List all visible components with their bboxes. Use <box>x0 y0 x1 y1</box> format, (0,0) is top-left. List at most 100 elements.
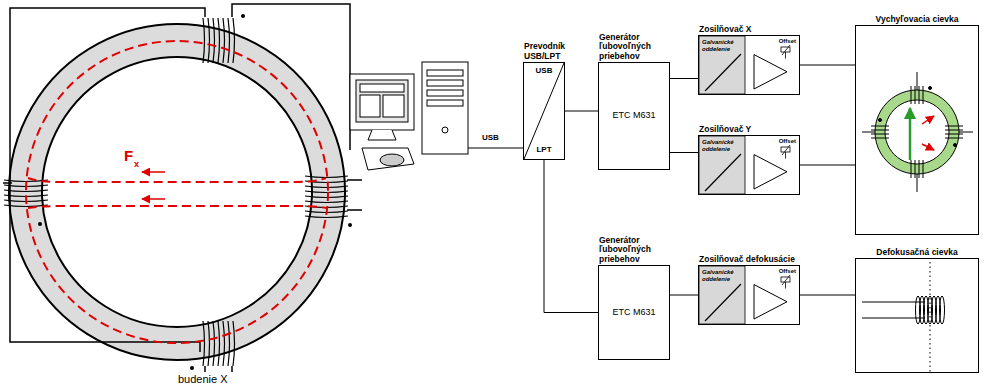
isolation-diagonal <box>705 284 741 321</box>
coil-winding <box>4 190 48 192</box>
computer-icon <box>383 95 404 117</box>
excitation-wire <box>232 4 350 150</box>
coil-winding <box>305 186 348 188</box>
amplifier-box: Zosilňovač YGalvanické oddelenieOffset <box>698 135 800 195</box>
coil-winding <box>305 216 348 218</box>
signal-wire <box>544 160 598 313</box>
coil-winding <box>228 321 230 366</box>
computer-icon <box>350 62 468 170</box>
coil-winding <box>4 205 48 207</box>
computer-icon <box>427 80 463 86</box>
deflection-coil-figure <box>954 144 957 147</box>
excitation-label: budenie X <box>178 373 228 385</box>
box-text: Galvanické oddelenie <box>702 139 746 152</box>
computer-icon <box>427 70 463 76</box>
polarity-dot <box>241 14 245 18</box>
deflection-coil-figure <box>929 87 932 90</box>
bus-label: USB <box>482 134 499 143</box>
flux-arrow <box>142 198 165 200</box>
isolation-diagonal <box>705 54 741 91</box>
coil-winding <box>305 201 348 203</box>
coil-winding <box>305 196 348 198</box>
defocus-coil-figure <box>862 262 945 372</box>
computer-icon <box>442 127 448 133</box>
signal-wire <box>670 295 698 296</box>
box-heading: Defokusačná cievka <box>856 248 978 257</box>
deflection-coil-figure <box>911 160 912 178</box>
amplifier-triangle <box>754 285 787 319</box>
deflection-coil-figure <box>871 134 889 135</box>
coil-winding <box>213 321 215 366</box>
coil-winding <box>213 18 215 63</box>
amplifier-box: Zosilňovač XGalvanické oddelenieOffset <box>698 35 800 95</box>
force-symbol: F <box>124 148 133 165</box>
converter-diagonal <box>524 63 564 159</box>
coil-winding <box>233 321 235 366</box>
offset-potentiometer <box>782 275 790 285</box>
excitation-wire <box>347 209 362 211</box>
computer-icon <box>356 80 408 122</box>
flux-line <box>28 206 326 208</box>
coil-winding <box>218 18 220 63</box>
deflection-coil-figure <box>945 130 963 131</box>
coil-winding <box>218 321 220 366</box>
box-text: Galvanické oddelenie <box>702 269 746 282</box>
computer-icon <box>422 62 468 154</box>
box-heading: Vychyľovacia cievka <box>856 15 978 24</box>
box-text: Offset <box>779 268 796 275</box>
box-text: LPT <box>524 146 564 155</box>
toroid-core <box>9 24 345 360</box>
flux-line <box>26 41 328 343</box>
polarity-dot <box>38 222 42 226</box>
isolation-band <box>699 36 745 94</box>
computer-icon <box>360 84 404 92</box>
offset-potentiometer <box>782 145 790 155</box>
flux-line <box>26 41 328 343</box>
amplifier-box: Zosilňovač defokusácieGalvanické oddelen… <box>698 265 800 325</box>
deflection-coil-figure <box>945 134 963 135</box>
excitation-wire <box>10 8 205 352</box>
coil-winding <box>223 18 225 63</box>
coil-winding <box>203 321 205 366</box>
polarity-dot <box>190 366 194 370</box>
excitation-wire <box>3 182 12 184</box>
coil-box: Vychyľovacia cievka <box>855 25 979 235</box>
defocus-coil-figure <box>930 262 931 372</box>
coil-winding <box>223 321 225 366</box>
deflection-coil-figure <box>909 108 912 160</box>
signal-wire <box>670 78 698 79</box>
deflection-coil-figure <box>862 72 973 192</box>
box-heading: Generátor ľubovoľných priebehov <box>599 236 681 264</box>
coil-winding <box>208 321 210 366</box>
computer-icon <box>427 90 463 96</box>
deflection-coil-figure <box>871 138 889 139</box>
deflection-coil-figure <box>919 160 920 178</box>
deflection-coil-figure <box>862 72 973 192</box>
deflection-coil-figure <box>923 160 924 178</box>
box-text: ETC M631 <box>612 111 655 121</box>
deflection-coil-figure <box>875 90 959 174</box>
polarity-dot <box>38 14 352 370</box>
offset-wire <box>785 282 786 289</box>
polarity-dot <box>348 223 352 227</box>
coil-winding <box>4 18 348 366</box>
box-text: USB <box>524 67 564 76</box>
generator-box: Generátor ľubovoľných priebehovETC M631 <box>598 265 670 360</box>
deflection-coil-figure <box>922 144 934 150</box>
deflection-coil-figure <box>945 138 963 139</box>
deflection-coil-figure <box>871 130 889 131</box>
box-heading: Zosilňovač Y <box>699 125 751 134</box>
offset-wire <box>785 152 786 159</box>
box-text: ETC M631 <box>612 308 655 318</box>
box-heading: Zosilňovač defokusácie <box>699 255 795 264</box>
coil-winding <box>305 191 348 193</box>
deflection-coil-figure <box>871 86 963 178</box>
usb-cable <box>468 148 523 149</box>
box-heading: Zosilňovač X <box>699 25 751 34</box>
offset-potentiometer <box>782 45 790 55</box>
computer-icon <box>380 154 404 166</box>
box-heading: Prevodník USB/LPT <box>524 42 584 61</box>
converter-symbol <box>524 63 564 159</box>
